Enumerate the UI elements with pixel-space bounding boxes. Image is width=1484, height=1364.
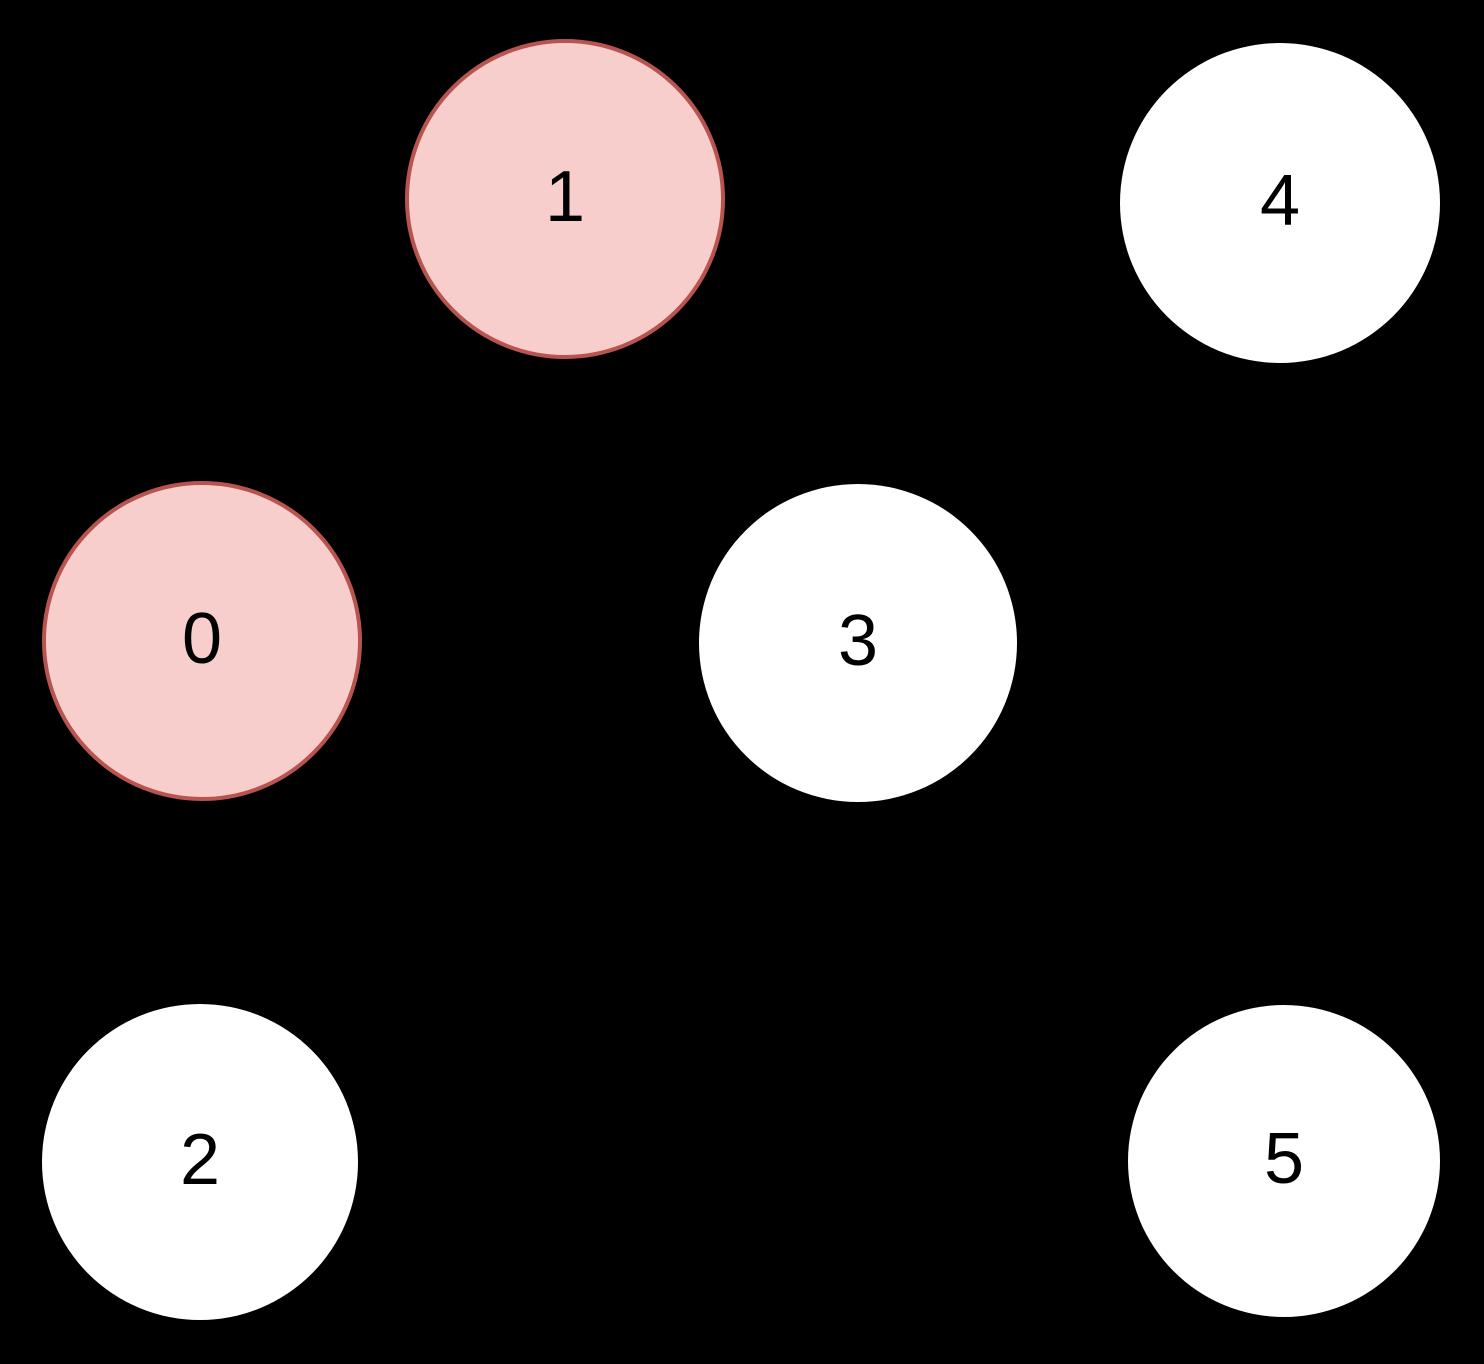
graph-node-label: 5 [1263, 1119, 1305, 1199]
graph-node-label: 3 [837, 601, 879, 681]
graph-node-label: 1 [544, 157, 586, 237]
graph-node-4[interactable]: 4 [1120, 43, 1440, 363]
graph-node-label: 0 [181, 599, 223, 679]
graph-node-2[interactable]: 2 [42, 1004, 358, 1320]
graph-node-1[interactable]: 1 [405, 39, 725, 359]
graph-node-label: 4 [1259, 161, 1301, 241]
graph-node-0[interactable]: 0 [42, 481, 362, 801]
graph-node-3[interactable]: 3 [699, 484, 1017, 802]
graph-node-5[interactable]: 5 [1128, 1005, 1440, 1317]
graph-node-label: 2 [179, 1120, 221, 1200]
